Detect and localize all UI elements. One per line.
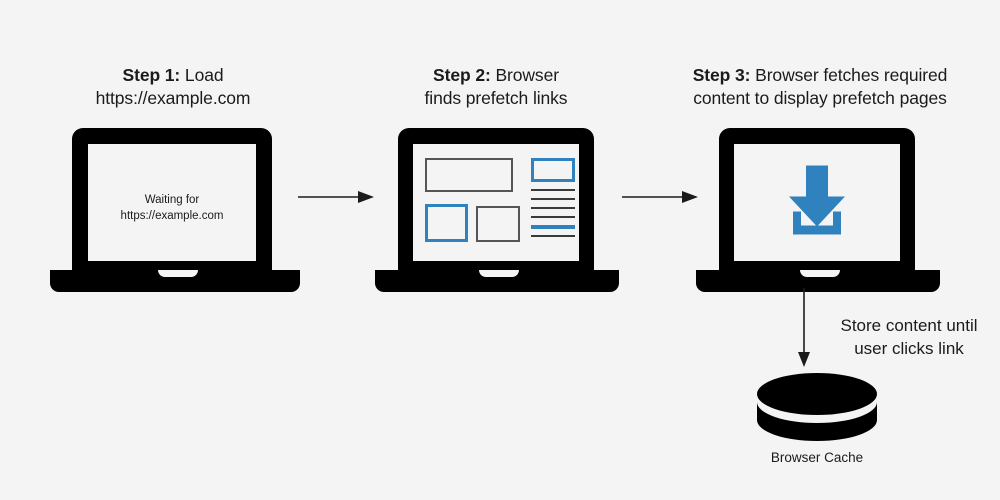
step-1-caption: Step 1: Load https://example.com	[33, 64, 313, 110]
laptop-screen-step-2	[413, 144, 579, 261]
laptop-screen-step-3	[734, 144, 900, 261]
wireframe-text-line	[531, 189, 575, 191]
laptop-step-1: Waiting for https://example.com	[50, 128, 300, 292]
database-icon	[756, 372, 878, 444]
wireframe-text-line	[531, 235, 575, 237]
step-1-caption-line2: https://example.com	[95, 88, 251, 108]
waiting-message: Waiting for https://example.com	[88, 192, 256, 224]
laptop-step-2	[375, 128, 619, 292]
wireframe-text-line	[531, 216, 575, 218]
laptop-trackpad-notch	[800, 270, 840, 277]
step-2-caption-line2: finds prefetch links	[424, 88, 568, 108]
arrow-step1-to-step2	[298, 190, 374, 209]
step-3-label: Step 3:	[692, 65, 751, 85]
step-1-label: Step 1:	[122, 65, 181, 85]
laptop-base	[375, 270, 619, 292]
download-icon	[779, 163, 855, 242]
wireframe-text-line-prefetch	[531, 225, 575, 229]
waiting-message-line1: Waiting for	[144, 194, 200, 206]
step-3-caption-line2: content to display prefetch pages	[693, 88, 947, 108]
laptop-base	[696, 270, 940, 292]
store-note-line2: user clicks link	[854, 339, 964, 358]
store-content-note: Store content until user clicks link	[826, 314, 992, 360]
laptop-base	[50, 270, 300, 292]
step-2-label: Step 2:	[433, 65, 491, 85]
wireframe-text-line	[531, 207, 575, 209]
store-note-line1: Store content until	[840, 316, 978, 335]
wireframe-sidebar-block-prefetch	[531, 158, 575, 182]
wireframe-thumb-block-prefetch	[425, 204, 468, 242]
step-3-label-rest: Browser fetches required	[750, 65, 948, 85]
wireframe-text-line	[531, 198, 575, 200]
laptop-trackpad-notch	[158, 270, 198, 277]
laptop-screen-step-1: Waiting for https://example.com	[88, 144, 256, 261]
laptop-trackpad-notch	[479, 270, 519, 277]
waiting-message-line2: https://example.com	[120, 210, 224, 222]
step-3-caption: Step 3: Browser fetches required content…	[672, 64, 968, 110]
laptop-step-3	[696, 128, 940, 292]
browser-cache-label: Browser Cache	[770, 450, 864, 465]
step-2-caption: Step 2: Browser finds prefetch links	[385, 64, 607, 110]
wireframe-text-lines	[531, 189, 575, 244]
wireframe-thumb-block	[476, 206, 520, 242]
wireframe-hero-block	[425, 158, 513, 192]
arrow-to-browser-cache	[797, 288, 811, 373]
step-2-label-rest: Browser	[490, 65, 559, 85]
step-1-label-rest: Load	[180, 65, 224, 85]
arrow-step2-to-step3	[622, 190, 698, 209]
